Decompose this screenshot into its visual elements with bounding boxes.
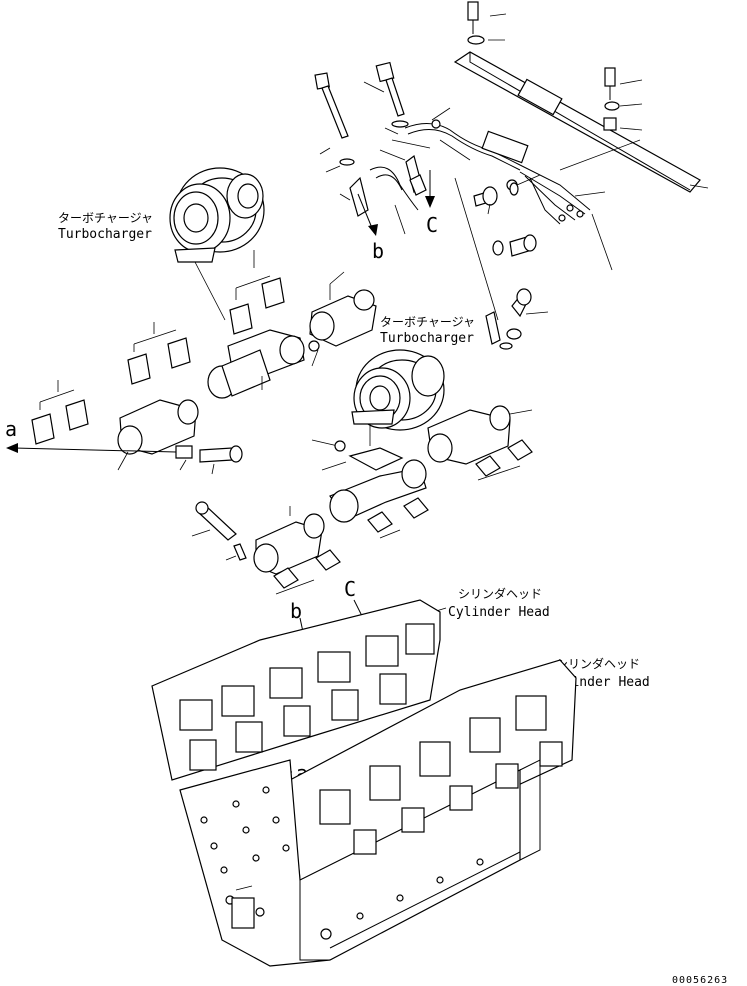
mounting-bracket-assembly bbox=[404, 1, 709, 271]
ref-c-label: C bbox=[426, 213, 438, 237]
ref-b-engine-label: b bbox=[290, 599, 302, 623]
turbo-left-en: Turbocharger bbox=[58, 227, 152, 242]
upper-bolts bbox=[314, 61, 431, 235]
exhaust-manifold-left bbox=[117, 271, 377, 471]
ref-c-engine-label: C bbox=[344, 577, 356, 601]
turbocharger-left bbox=[169, 167, 265, 321]
exhaust-manifold-lower bbox=[191, 501, 341, 595]
ref-a-label: a bbox=[5, 417, 17, 441]
turbocharger-right-label: ターボチャージャ Turbocharger bbox=[380, 315, 475, 346]
turbo-left-jp: ターボチャージャ bbox=[58, 211, 153, 225]
side-bolts bbox=[454, 177, 549, 350]
engine-block bbox=[151, 599, 577, 967]
reference-arrows-top: b C bbox=[357, 170, 438, 263]
turbo-right-jp: ターボチャージャ bbox=[380, 315, 475, 329]
exhaust-manifold-right bbox=[311, 405, 533, 539]
drawing-id: 00056263 bbox=[672, 975, 728, 986]
turbocharger-right bbox=[351, 349, 445, 446]
gaskets-left bbox=[31, 250, 285, 445]
cylinder-head-labels: シリンダヘッド Cylinder Head シリンダヘッド Cylinder H… bbox=[419, 586, 650, 691]
reference-arrow-a: a bbox=[5, 417, 243, 475]
ref-b-label: b bbox=[372, 239, 384, 263]
turbocharger-left-label: ターボチャージャ Turbocharger bbox=[58, 211, 153, 242]
head-upper-jp: シリンダヘッド bbox=[458, 586, 542, 601]
head-lower-jp: シリンダヘッド bbox=[556, 656, 640, 671]
head-upper-en: Cylinder Head bbox=[448, 605, 550, 620]
turbo-right-en: Turbocharger bbox=[380, 331, 474, 346]
